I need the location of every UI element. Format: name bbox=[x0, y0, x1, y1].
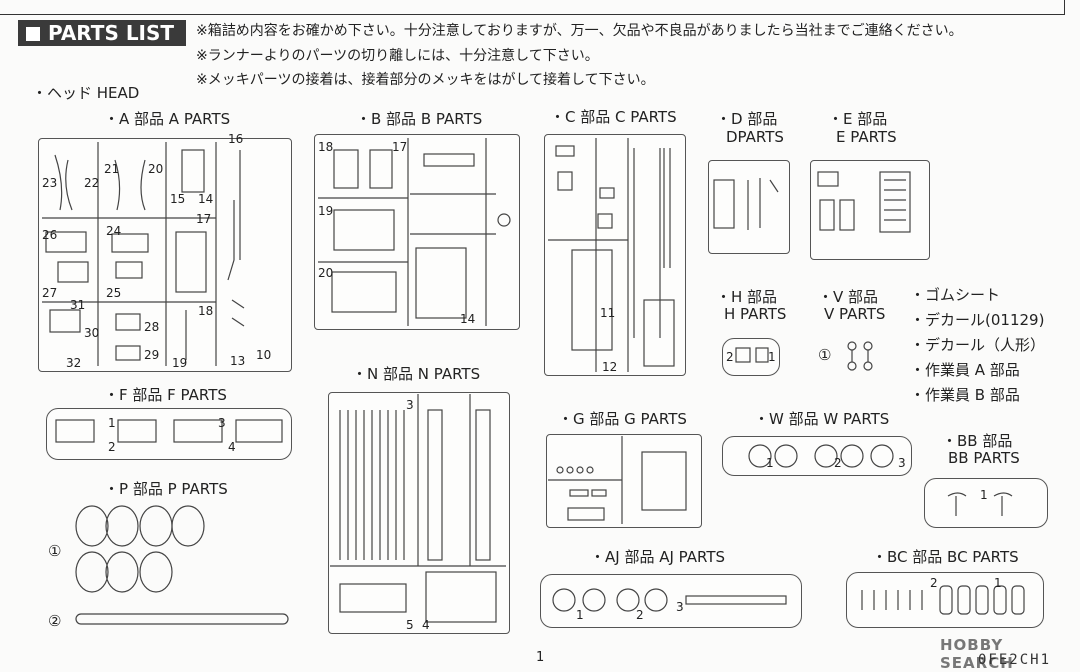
part-num-f4: 4 bbox=[228, 440, 236, 454]
part-num-bc2: 2 bbox=[930, 576, 938, 590]
w-parts-sprue bbox=[722, 436, 912, 476]
part-num-a30: 30 bbox=[84, 326, 100, 340]
bb-parts-sprue bbox=[924, 478, 1048, 528]
a-parts-label: ・A 部品 A PARTS bbox=[104, 110, 231, 128]
h-parts-sprue bbox=[722, 338, 780, 376]
part-num-f3: 3 bbox=[218, 416, 226, 430]
v-parts-label-2: V PARTS bbox=[824, 305, 886, 323]
f-parts-label: ・F 部品 F PARTS bbox=[104, 386, 227, 404]
w-parts-label: ・W 部品 W PARTS bbox=[754, 410, 890, 428]
marker-one-v: ① bbox=[818, 346, 832, 364]
extra-rubber-sheet: ・ゴムシート bbox=[910, 286, 1001, 304]
part-num-c11: 11 bbox=[600, 306, 616, 320]
bb-parts-label-1: ・BB 部品 bbox=[942, 432, 1013, 450]
part-num-b14: 14 bbox=[460, 312, 476, 326]
part-num-a24: 24 bbox=[106, 224, 122, 238]
part-num-w3: 3 bbox=[898, 456, 906, 470]
a-parts-sprue bbox=[38, 138, 292, 372]
part-num-a28: 28 bbox=[144, 320, 160, 334]
part-num-a32: 32 bbox=[66, 356, 82, 370]
d-parts-sprue bbox=[708, 160, 790, 254]
n-parts-sprue bbox=[328, 392, 510, 634]
aj-parts-sprue bbox=[540, 574, 802, 628]
d-parts-label-1: ・D 部品 bbox=[716, 110, 778, 128]
part-num-a15: 15 bbox=[170, 192, 186, 206]
part-num-a31: 31 bbox=[70, 298, 86, 312]
square-bullet-icon bbox=[26, 27, 40, 41]
part-num-f1: 1 bbox=[108, 416, 116, 430]
part-num-a10: 10 bbox=[256, 348, 272, 362]
part-num-h2: 2 bbox=[726, 350, 734, 364]
watermark: HOBBY SEARCH bbox=[940, 636, 1014, 672]
part-num-w2: 2 bbox=[834, 456, 842, 470]
part-num-w1: 1 bbox=[766, 456, 774, 470]
bc-parts-sprue bbox=[846, 572, 1044, 628]
aj-parts-label: ・AJ 部品 AJ PARTS bbox=[590, 548, 726, 566]
p-parts-label: ・P 部品 P PARTS bbox=[104, 480, 228, 498]
parts-list-title: PARTS LIST bbox=[48, 21, 175, 45]
c-parts-sprue bbox=[544, 134, 686, 376]
n-parts-label: ・N 部品 N PARTS bbox=[352, 365, 481, 383]
c-parts-label: ・C 部品 C PARTS bbox=[550, 108, 677, 126]
part-num-a16: 16 bbox=[228, 132, 244, 146]
h-parts-label-2: H PARTS bbox=[724, 305, 787, 323]
b-parts-label: ・B 部品 B PARTS bbox=[356, 110, 483, 128]
marker-one-p: ① bbox=[48, 542, 62, 560]
f-parts-sprue bbox=[46, 408, 292, 460]
part-num-a19: 19 bbox=[172, 356, 188, 370]
v-parts-label-1: ・V 部品 bbox=[818, 288, 879, 306]
part-num-f2: 2 bbox=[108, 440, 116, 454]
part-num-a18: 18 bbox=[198, 304, 214, 318]
part-num-aj3: 3 bbox=[676, 600, 684, 614]
part-num-a29: 29 bbox=[144, 348, 160, 362]
part-num-aj1: 1 bbox=[576, 608, 584, 622]
extra-worker-a: ・作業員 A 部品 bbox=[910, 361, 1020, 379]
part-num-b20: 20 bbox=[318, 266, 334, 280]
bc-parts-label: ・BC 部品 BC PARTS bbox=[872, 548, 1019, 566]
part-num-b19: 19 bbox=[318, 204, 334, 218]
part-num-bc1: 1 bbox=[994, 576, 1002, 590]
part-num-h1: 1 bbox=[768, 350, 776, 364]
page-number: 1 bbox=[536, 650, 545, 665]
part-num-n3: 3 bbox=[406, 398, 414, 412]
part-num-a23: 23 bbox=[42, 176, 58, 190]
part-num-a14: 14 bbox=[198, 192, 214, 206]
part-num-bb1: 1 bbox=[980, 488, 988, 502]
d-parts-label-2: DPARTS bbox=[726, 128, 784, 146]
g-parts-sprue bbox=[546, 434, 702, 528]
extra-worker-b: ・作業員 B 部品 bbox=[910, 386, 1020, 404]
part-num-b18: 18 bbox=[318, 140, 334, 154]
extra-decal: ・デカール(01129) bbox=[910, 311, 1045, 329]
part-num-a13: 13 bbox=[230, 354, 246, 368]
note-1: ※箱詰め内容をお確かめ下さい。十分注意しておりますが、万一、欠品や不良品がありま… bbox=[196, 23, 963, 39]
part-num-a22: 22 bbox=[84, 176, 100, 190]
head-section-label: ・ヘッド HEAD bbox=[32, 84, 140, 102]
g-parts-label: ・G 部品 G PARTS bbox=[558, 410, 687, 428]
part-num-b17: 17 bbox=[392, 140, 408, 154]
e-parts-label-1: ・E 部品 bbox=[828, 110, 888, 128]
part-num-a21: 21 bbox=[104, 162, 120, 176]
e-parts-label-2: E PARTS bbox=[836, 128, 897, 146]
document-code: 0FE2CH1 bbox=[978, 652, 1052, 668]
part-num-a17: 17 bbox=[196, 212, 212, 226]
top-border bbox=[0, 0, 1065, 15]
part-num-a26: 26 bbox=[42, 228, 58, 242]
parts-list-header: PARTS LIST bbox=[18, 20, 186, 46]
part-num-aj2: 2 bbox=[636, 608, 644, 622]
part-num-a27: 27 bbox=[42, 286, 58, 300]
part-num-n5: 5 bbox=[406, 618, 414, 632]
part-num-a25: 25 bbox=[106, 286, 122, 300]
note-2: ※ランナーよりのパーツの切り離しには、十分注意して下さい。 bbox=[196, 48, 599, 64]
h-parts-label-1: ・H 部品 bbox=[716, 288, 778, 306]
bb-parts-label-2: BB PARTS bbox=[948, 449, 1020, 467]
part-num-c12: 12 bbox=[602, 360, 618, 374]
marker-two-p: ② bbox=[48, 612, 62, 630]
part-num-a20: 20 bbox=[148, 162, 164, 176]
extra-decal-figure: ・デカール（人形） bbox=[910, 336, 1046, 354]
note-3: ※メッキパーツの接着は、接着部分のメッキをはがして接着して下さい。 bbox=[196, 72, 655, 88]
part-num-n4: 4 bbox=[422, 618, 430, 632]
